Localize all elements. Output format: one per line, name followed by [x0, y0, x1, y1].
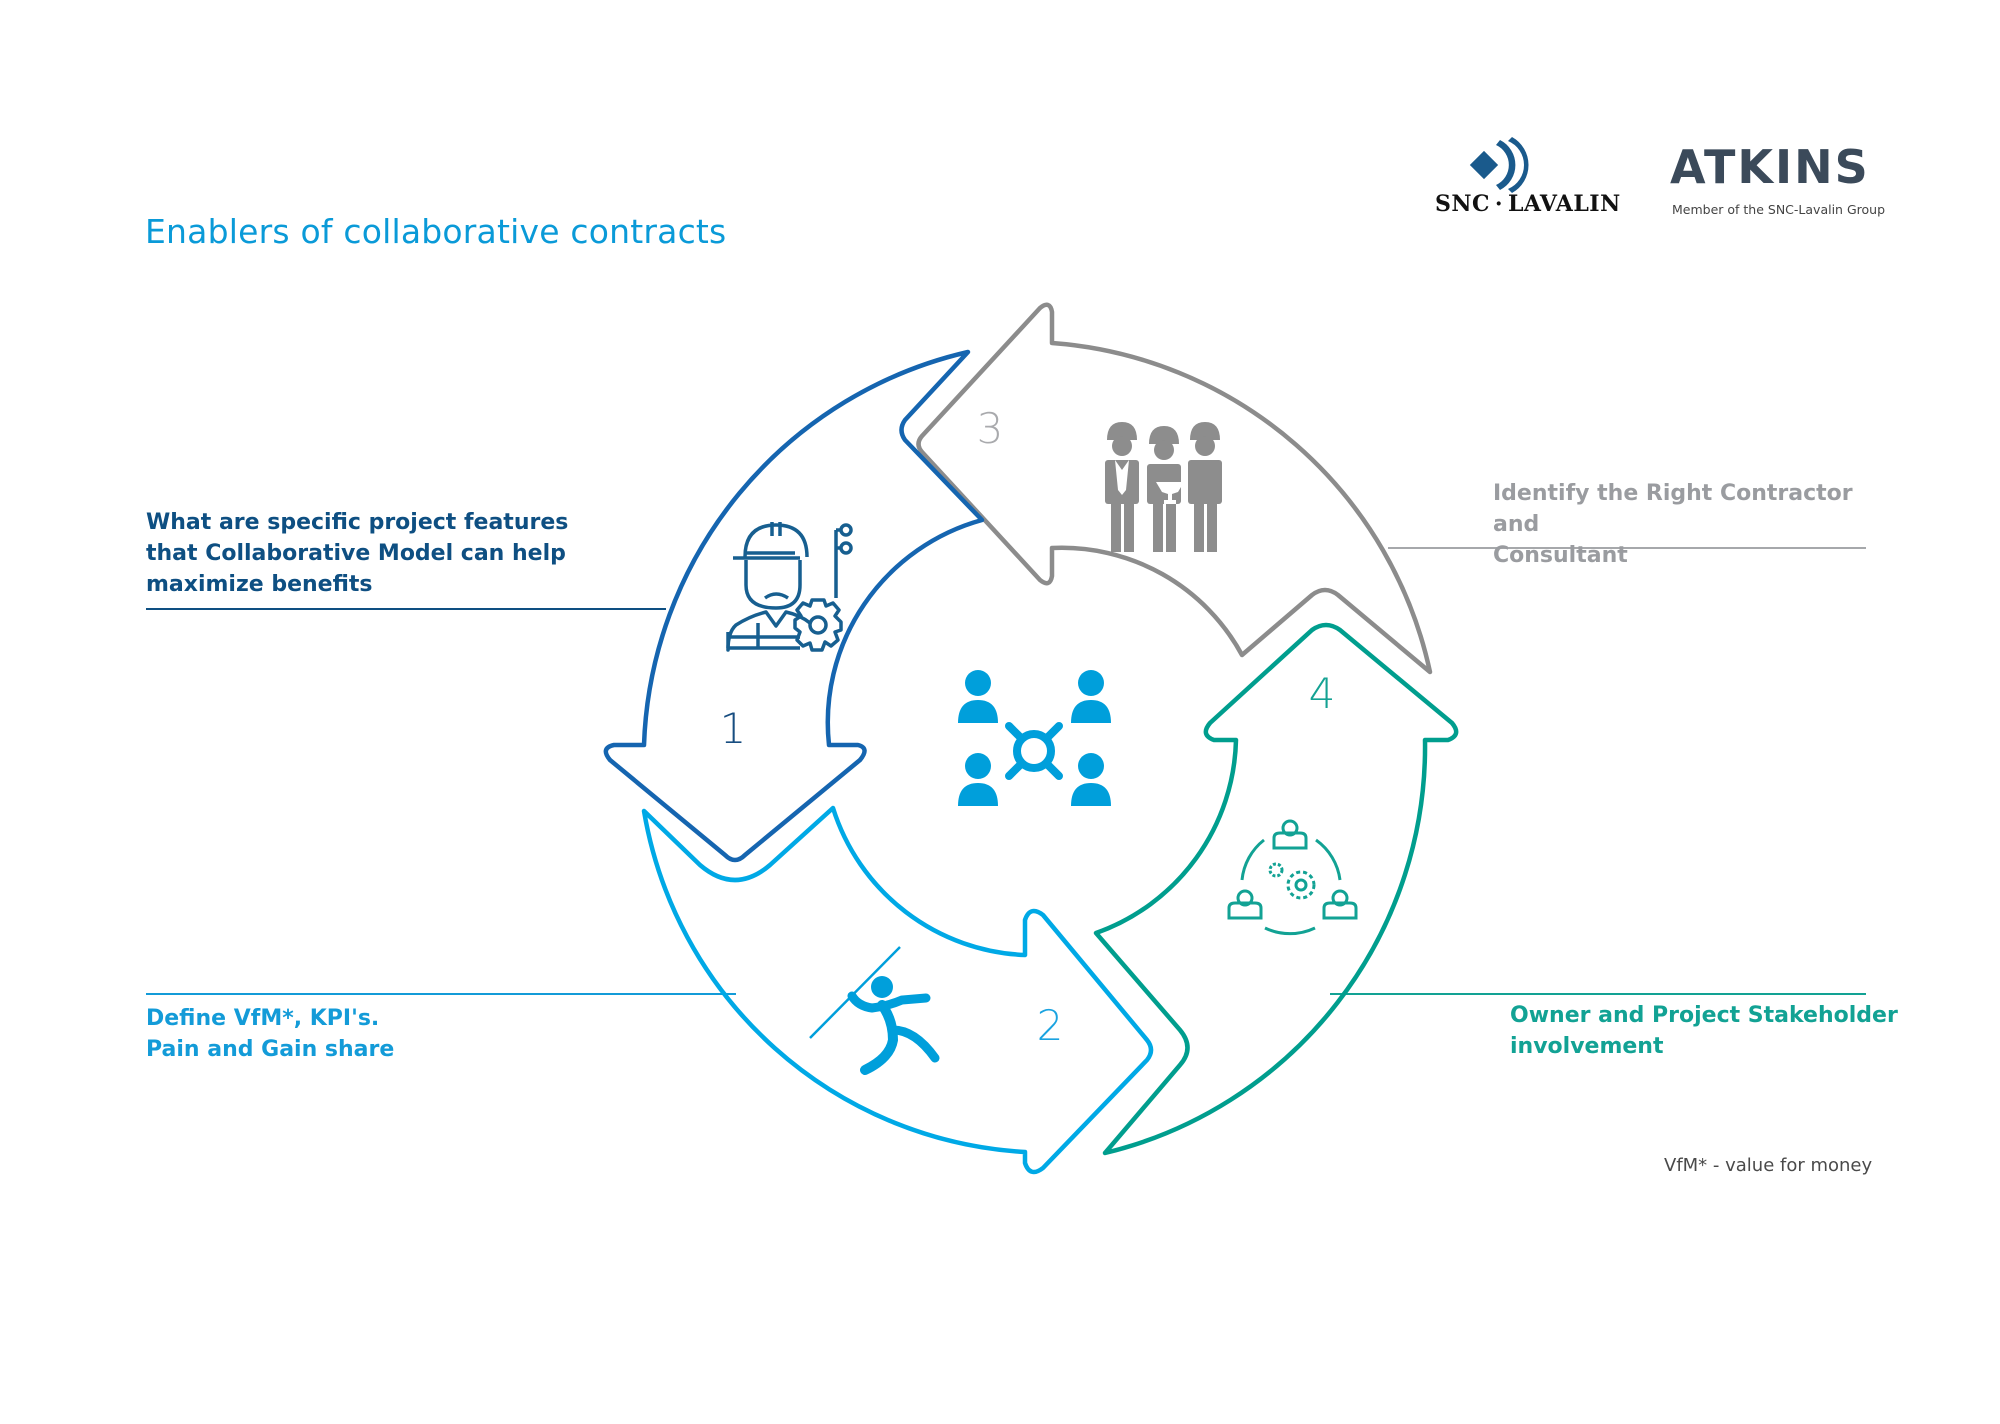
step-3-label: Identify the Right Contractor and Consul…: [1493, 478, 1893, 571]
step-4-label-line: involvement: [1510, 1034, 1664, 1059]
step-3-arrow: [916, 302, 1433, 675]
step-1-leader-line: [146, 608, 666, 610]
step-4-number: 4: [1309, 669, 1336, 718]
step-1-label: What are specific project features that …: [146, 507, 626, 600]
step-1-number: 1: [720, 704, 747, 753]
footnote: VfM* - value for money: [1664, 1155, 1873, 1176]
step-3-label-line: Identify the Right Contractor and: [1493, 481, 1853, 537]
step-2-number: 2: [1037, 1001, 1064, 1050]
step-3-leader-line: [1388, 547, 1866, 549]
step-2-label: Define VfM*, KPI's. Pain and Gain share: [146, 1003, 626, 1065]
engineer-gear-icon: [726, 522, 853, 652]
step-2-label-line: Define VfM*, KPI's.: [146, 1006, 380, 1031]
step-4-label-line: Owner and Project Stakeholder: [1510, 1003, 1898, 1028]
stakeholder-cycle-icon: [1227, 819, 1358, 936]
step-3-number: 3: [977, 404, 1004, 453]
step-4-leader-line: [1330, 993, 1866, 995]
step-2-arrow: [641, 805, 1154, 1175]
step-4-label: Owner and Project Stakeholder involvemen…: [1510, 1000, 1910, 1062]
snc-lavalin-logo-mark: [1469, 137, 1529, 193]
collaboration-people-icon: [958, 670, 1111, 806]
step-1-label-line: What are specific project features: [146, 510, 569, 535]
atkins-tagline: Member of the SNC-Lavalin Group: [1672, 202, 1886, 217]
contractor-team-icon: [1105, 422, 1222, 552]
snc-lavalin-wordmark: SNC · LAVALIN: [1435, 191, 1621, 217]
step-2-leader-line: [146, 993, 736, 995]
step-2-label-line: Pain and Gain share: [146, 1037, 395, 1062]
step-1-label-line: maximize benefits: [146, 572, 373, 597]
atkins-wordmark: ATKINS: [1670, 140, 1870, 194]
javelin-thrower-icon: [809, 946, 940, 1075]
step-1-arrow: [603, 349, 985, 863]
step-3-label-line: Consultant: [1493, 543, 1628, 568]
step-1-label-line: that Collaborative Model can help: [146, 541, 566, 566]
step-4-arrow: [1093, 622, 1459, 1156]
page-title: Enablers of collaborative contracts: [145, 212, 727, 251]
